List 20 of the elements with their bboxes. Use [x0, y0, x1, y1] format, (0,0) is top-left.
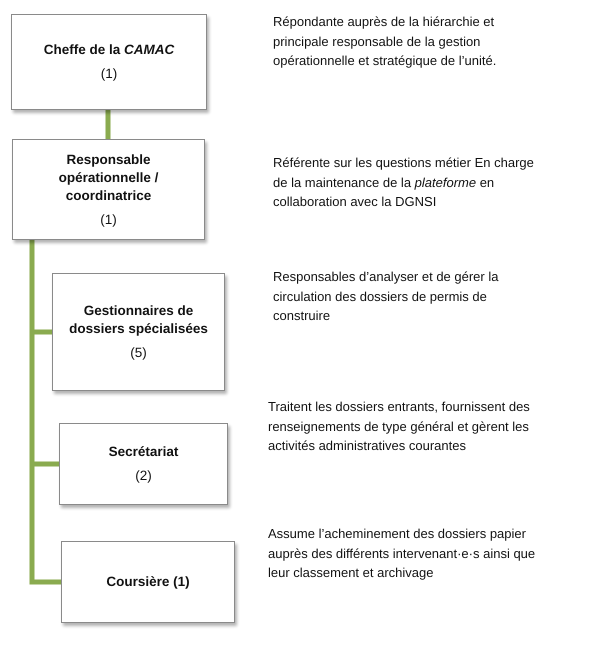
role-title: Responsable opérationnelle / coordinatrice: [58, 150, 160, 204]
role-box: [11, 14, 207, 110]
role-box: [52, 273, 225, 391]
role-description: Répondante auprès de la hiérarchie et principale responsable de la gestion opérationnelle et stratégique de l’unité.: [273, 13, 498, 70]
role-title: Cheffe de la CAMAC: [44, 41, 174, 59]
role-description: Assume l’acheminement des dossiers papier auprès des différents intervenant·e·s ainsi que leur classement et archivage: [268, 525, 536, 582]
connector-line: [106, 110, 110, 139]
role-box: [61, 541, 235, 623]
role-box: [59, 423, 228, 505]
role-title: Secrétariat: [108, 443, 178, 461]
role-box: [12, 139, 205, 240]
staff-count: (1): [100, 210, 117, 228]
staff-count: (1): [100, 65, 118, 83]
role-description: Référente sur les questions métier En charge de la maintenance de la plateforme en collaboration avec la DGNSI: [273, 154, 535, 211]
role-description: Traitent les dossiers entrants, fournissent des renseignements de type général et gèrent les activités administratives courantes: [268, 398, 531, 455]
staff-count: (5): [130, 344, 147, 362]
role-title: Gestionnaires de dossiers spécialisées: [68, 302, 209, 338]
staff-count: (2): [135, 467, 152, 485]
role-description: Responsables d’analyser et de gérer la circulation des dossiers de permis de construire: [273, 268, 500, 325]
role-title: Coursière (1): [106, 573, 190, 591]
